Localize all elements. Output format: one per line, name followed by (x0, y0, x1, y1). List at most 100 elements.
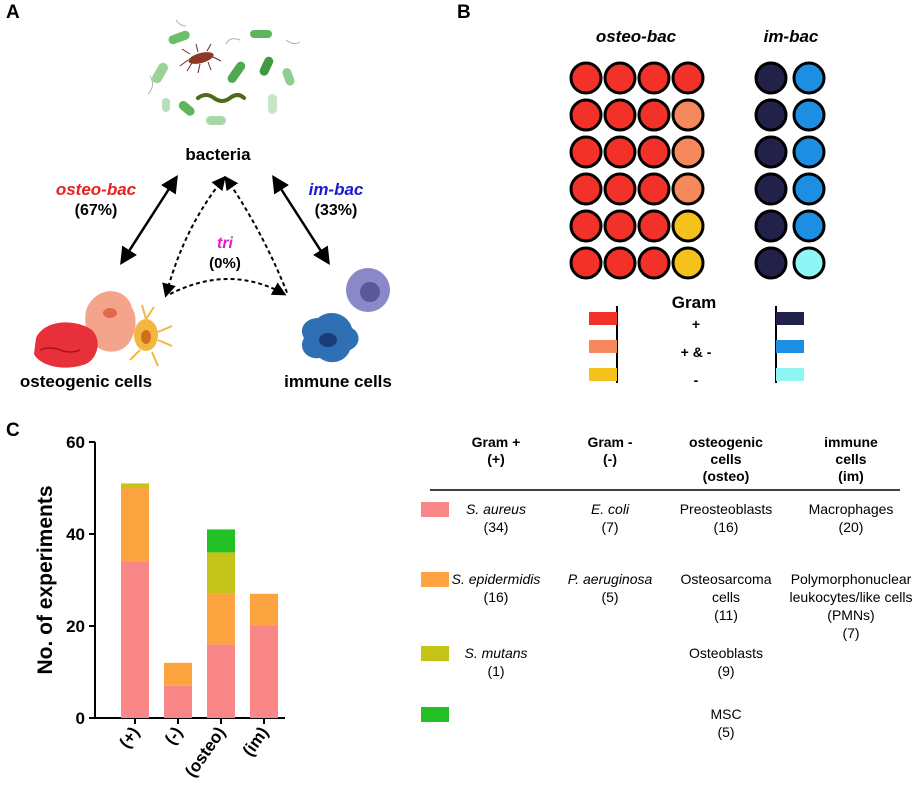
table-cell: (5) (601, 589, 618, 605)
legend-osteo-swatch (589, 312, 617, 325)
bar-segment-2 (121, 488, 149, 562)
immune-cells-illustration (301, 268, 390, 363)
osteo-bac-circle (569, 61, 603, 95)
osteo-bac-circle (603, 209, 637, 243)
bacteria-illustration (147, 19, 301, 125)
osteo-bac-title: osteo-bac (596, 27, 677, 46)
osteo-bac-circle (569, 246, 603, 280)
bar-segment-2 (164, 662, 192, 686)
bar-segment-2 (207, 593, 235, 645)
y-tick-label: 40 (66, 525, 85, 544)
bacteria-cells-table: Gram +(+)Gram -(-)osteogeniccells(osteo)… (421, 434, 912, 740)
im-bac-circle (792, 172, 826, 206)
bar-segment-3 (207, 552, 235, 594)
osteo-bac-circle (569, 98, 603, 132)
table-cell: S. mutans (464, 645, 527, 661)
osteo-bac-circle (569, 135, 603, 169)
x-tick-label: (im) (239, 723, 272, 759)
immune-cells-label: immune cells (284, 372, 392, 391)
y-tick-label: 0 (76, 709, 85, 728)
osteo-bac-percent: (67%) (75, 202, 118, 219)
im-bac-circle-grid (754, 61, 826, 280)
table-row-swatch (421, 646, 449, 661)
legend-title: Gram (672, 293, 716, 312)
osteo-bac-circle (637, 61, 671, 95)
table-header: immune (824, 434, 878, 450)
osteo-bac-circle (671, 209, 705, 243)
panel-a-letter: A (6, 2, 20, 23)
table-cell: cells (712, 589, 740, 605)
im-bac-circle (792, 61, 826, 95)
table-cell: (34) (484, 519, 509, 535)
osteo-bac-circle (637, 172, 671, 206)
tri-arrow-bottom (169, 278, 287, 296)
x-tick-label: (-) (161, 723, 186, 748)
bar-segment-2 (250, 593, 278, 626)
panel-a: A bacteria osteo-bac (67%) im-bac (6, 2, 392, 391)
table-cell: (16) (484, 589, 509, 605)
tri-percent: (0%) (209, 255, 241, 272)
table-header: cells (710, 451, 741, 467)
table-header: Gram + (472, 434, 521, 450)
table-cell: Polymorphonuclear (791, 571, 912, 587)
im-bac-circle (792, 98, 826, 132)
table-header: (im) (838, 468, 864, 484)
tri-arrow-left (162, 175, 226, 298)
osteo-bac-circle (671, 135, 705, 169)
legend-osteo-swatch (589, 340, 617, 353)
legend-row-label: - (694, 372, 699, 388)
im-bac-circle (754, 246, 788, 280)
table-header: osteogenic (689, 434, 763, 450)
im-bac-circle (754, 98, 788, 132)
bacteria-label: bacteria (185, 145, 251, 164)
panel-b-letter: B (457, 2, 471, 23)
table-cell: S. aureus (466, 501, 526, 517)
table-header: (+) (487, 451, 505, 467)
table-cell: Macrophages (809, 501, 894, 517)
osteo-bac-circle (637, 209, 671, 243)
osteo-bac-circle (671, 61, 705, 95)
osteogenic-cells-label: osteogenic cells (20, 372, 152, 391)
gram-legend: ++ & -- (589, 306, 804, 388)
table-cell: (5) (717, 724, 734, 740)
bar-segment-1 (207, 644, 235, 718)
table-cell: Osteosarcoma (680, 571, 771, 587)
table-cell: (PMNs) (827, 607, 874, 623)
osteo-bac-circle (569, 209, 603, 243)
osteo-bac-circle (603, 98, 637, 132)
table-header: Gram - (587, 434, 632, 450)
tri-label: tri (217, 235, 234, 252)
tri-arrow-right (224, 175, 289, 296)
y-tick-label: 60 (66, 433, 85, 452)
table-cell: (7) (842, 625, 859, 641)
osteo-bac-circle (637, 98, 671, 132)
x-tick-label: (+) (116, 723, 144, 751)
legend-row-label: + & - (681, 344, 712, 360)
table-cell: E. coli (591, 501, 630, 517)
legend-osteo-swatch (589, 368, 617, 381)
im-bac-circle (754, 61, 788, 95)
osteo-bac-circle-grid (569, 61, 705, 280)
im-bac-circle (792, 246, 826, 280)
im-bac-circle (754, 172, 788, 206)
table-cell: (7) (601, 519, 618, 535)
table-cell: (11) (714, 607, 738, 623)
table-header: cells (835, 451, 866, 467)
y-tick-label: 20 (66, 617, 85, 636)
osteo-bac-circle (637, 246, 671, 280)
bar-segment-1 (121, 561, 149, 718)
osteo-bac-circle (603, 246, 637, 280)
im-bac-circle (754, 135, 788, 169)
table-cell: (9) (717, 663, 734, 679)
table-cell: S. epidermidis (452, 571, 541, 587)
osteo-bac-circle (569, 172, 603, 206)
osteo-bac-circle (603, 135, 637, 169)
table-cell: (20) (839, 519, 864, 535)
table-header: (-) (603, 451, 617, 467)
bar-segment-3 (121, 483, 149, 488)
osteogenic-cells-illustration (34, 291, 173, 368)
osteo-bac-circle (637, 135, 671, 169)
